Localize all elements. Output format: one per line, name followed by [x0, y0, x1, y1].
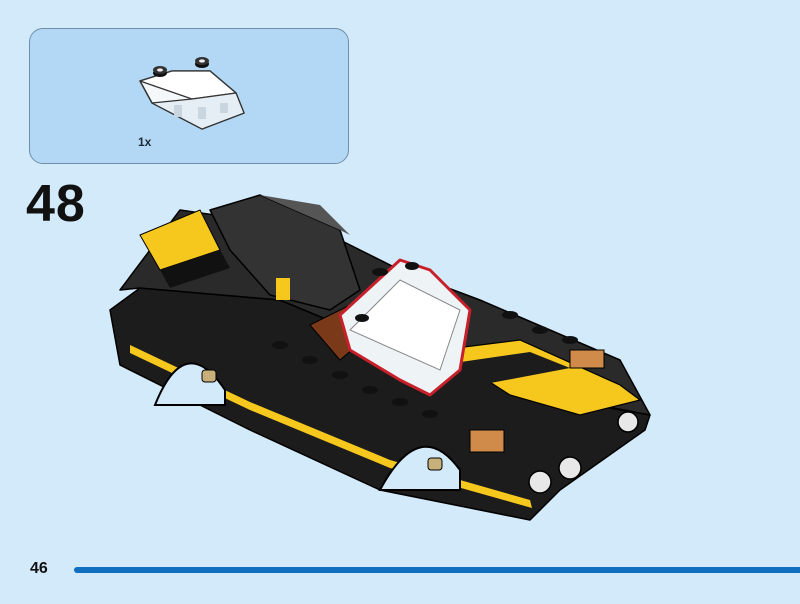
- part-quantity: 1x: [138, 135, 152, 149]
- car-model-illustration: [109, 194, 651, 521]
- parts-callout: 1x: [29, 28, 349, 164]
- step-number: 48: [26, 175, 86, 233]
- page-number: 46: [30, 560, 48, 577]
- progress-bar: [74, 567, 800, 573]
- windscreen-part-icon: [139, 57, 245, 130]
